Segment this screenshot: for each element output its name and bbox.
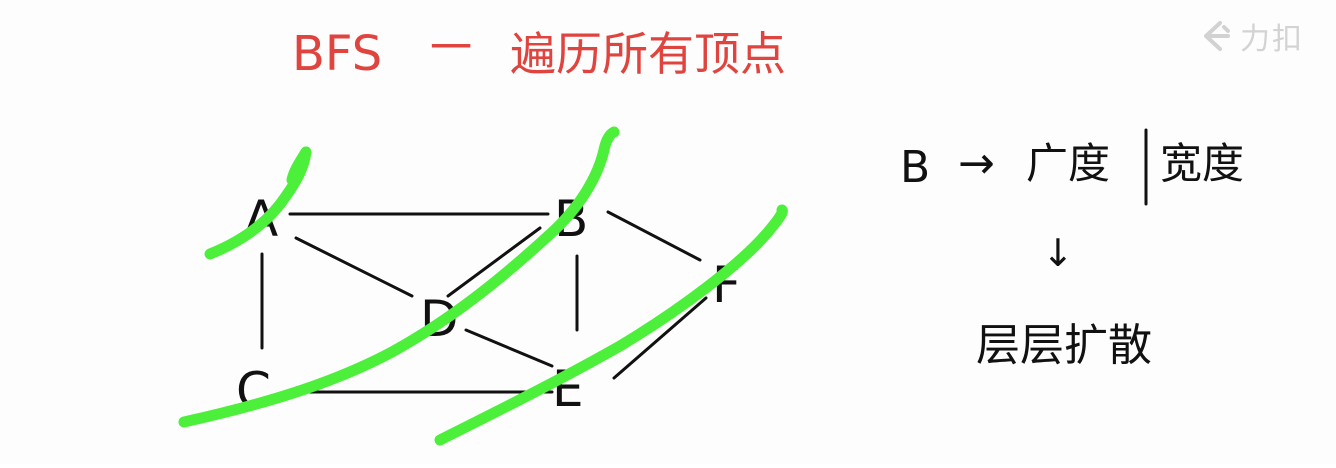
note-arrow: → <box>958 138 995 189</box>
bfs-layer-highlights <box>178 126 788 446</box>
notes: B → 广度 宽度 ↓ 层层扩散 <box>900 128 1244 371</box>
title: BFS 一 遍历所有顶点 <box>292 23 786 82</box>
bfs-layer-1-stroke <box>204 146 312 260</box>
watermark-text: 力扣 <box>1240 22 1304 57</box>
watermark: 力扣 <box>1196 14 1304 58</box>
leetcode-icon <box>1204 21 1230 51</box>
edge-e-f <box>612 296 708 380</box>
note-guang-du: 广度 <box>1026 139 1110 188</box>
note-kuan-du: 宽度 <box>1160 139 1244 188</box>
note-down-arrow: ↓ <box>1042 231 1074 275</box>
edge-b-f <box>606 210 702 262</box>
title-dash: 一 <box>430 23 472 72</box>
graph-edges <box>260 210 708 394</box>
title-bfs: BFS <box>292 26 382 82</box>
edge-d-e <box>464 328 554 368</box>
edge-a-d <box>294 236 414 298</box>
title-text: 遍历所有顶点 <box>510 27 786 81</box>
bfs-layer-2-stroke <box>178 126 620 428</box>
bfs-layer-3-stroke <box>434 204 788 446</box>
note-b: B <box>900 142 930 193</box>
note-layer-spread: 层层扩散 <box>976 320 1152 371</box>
edge-b-d <box>446 226 542 298</box>
